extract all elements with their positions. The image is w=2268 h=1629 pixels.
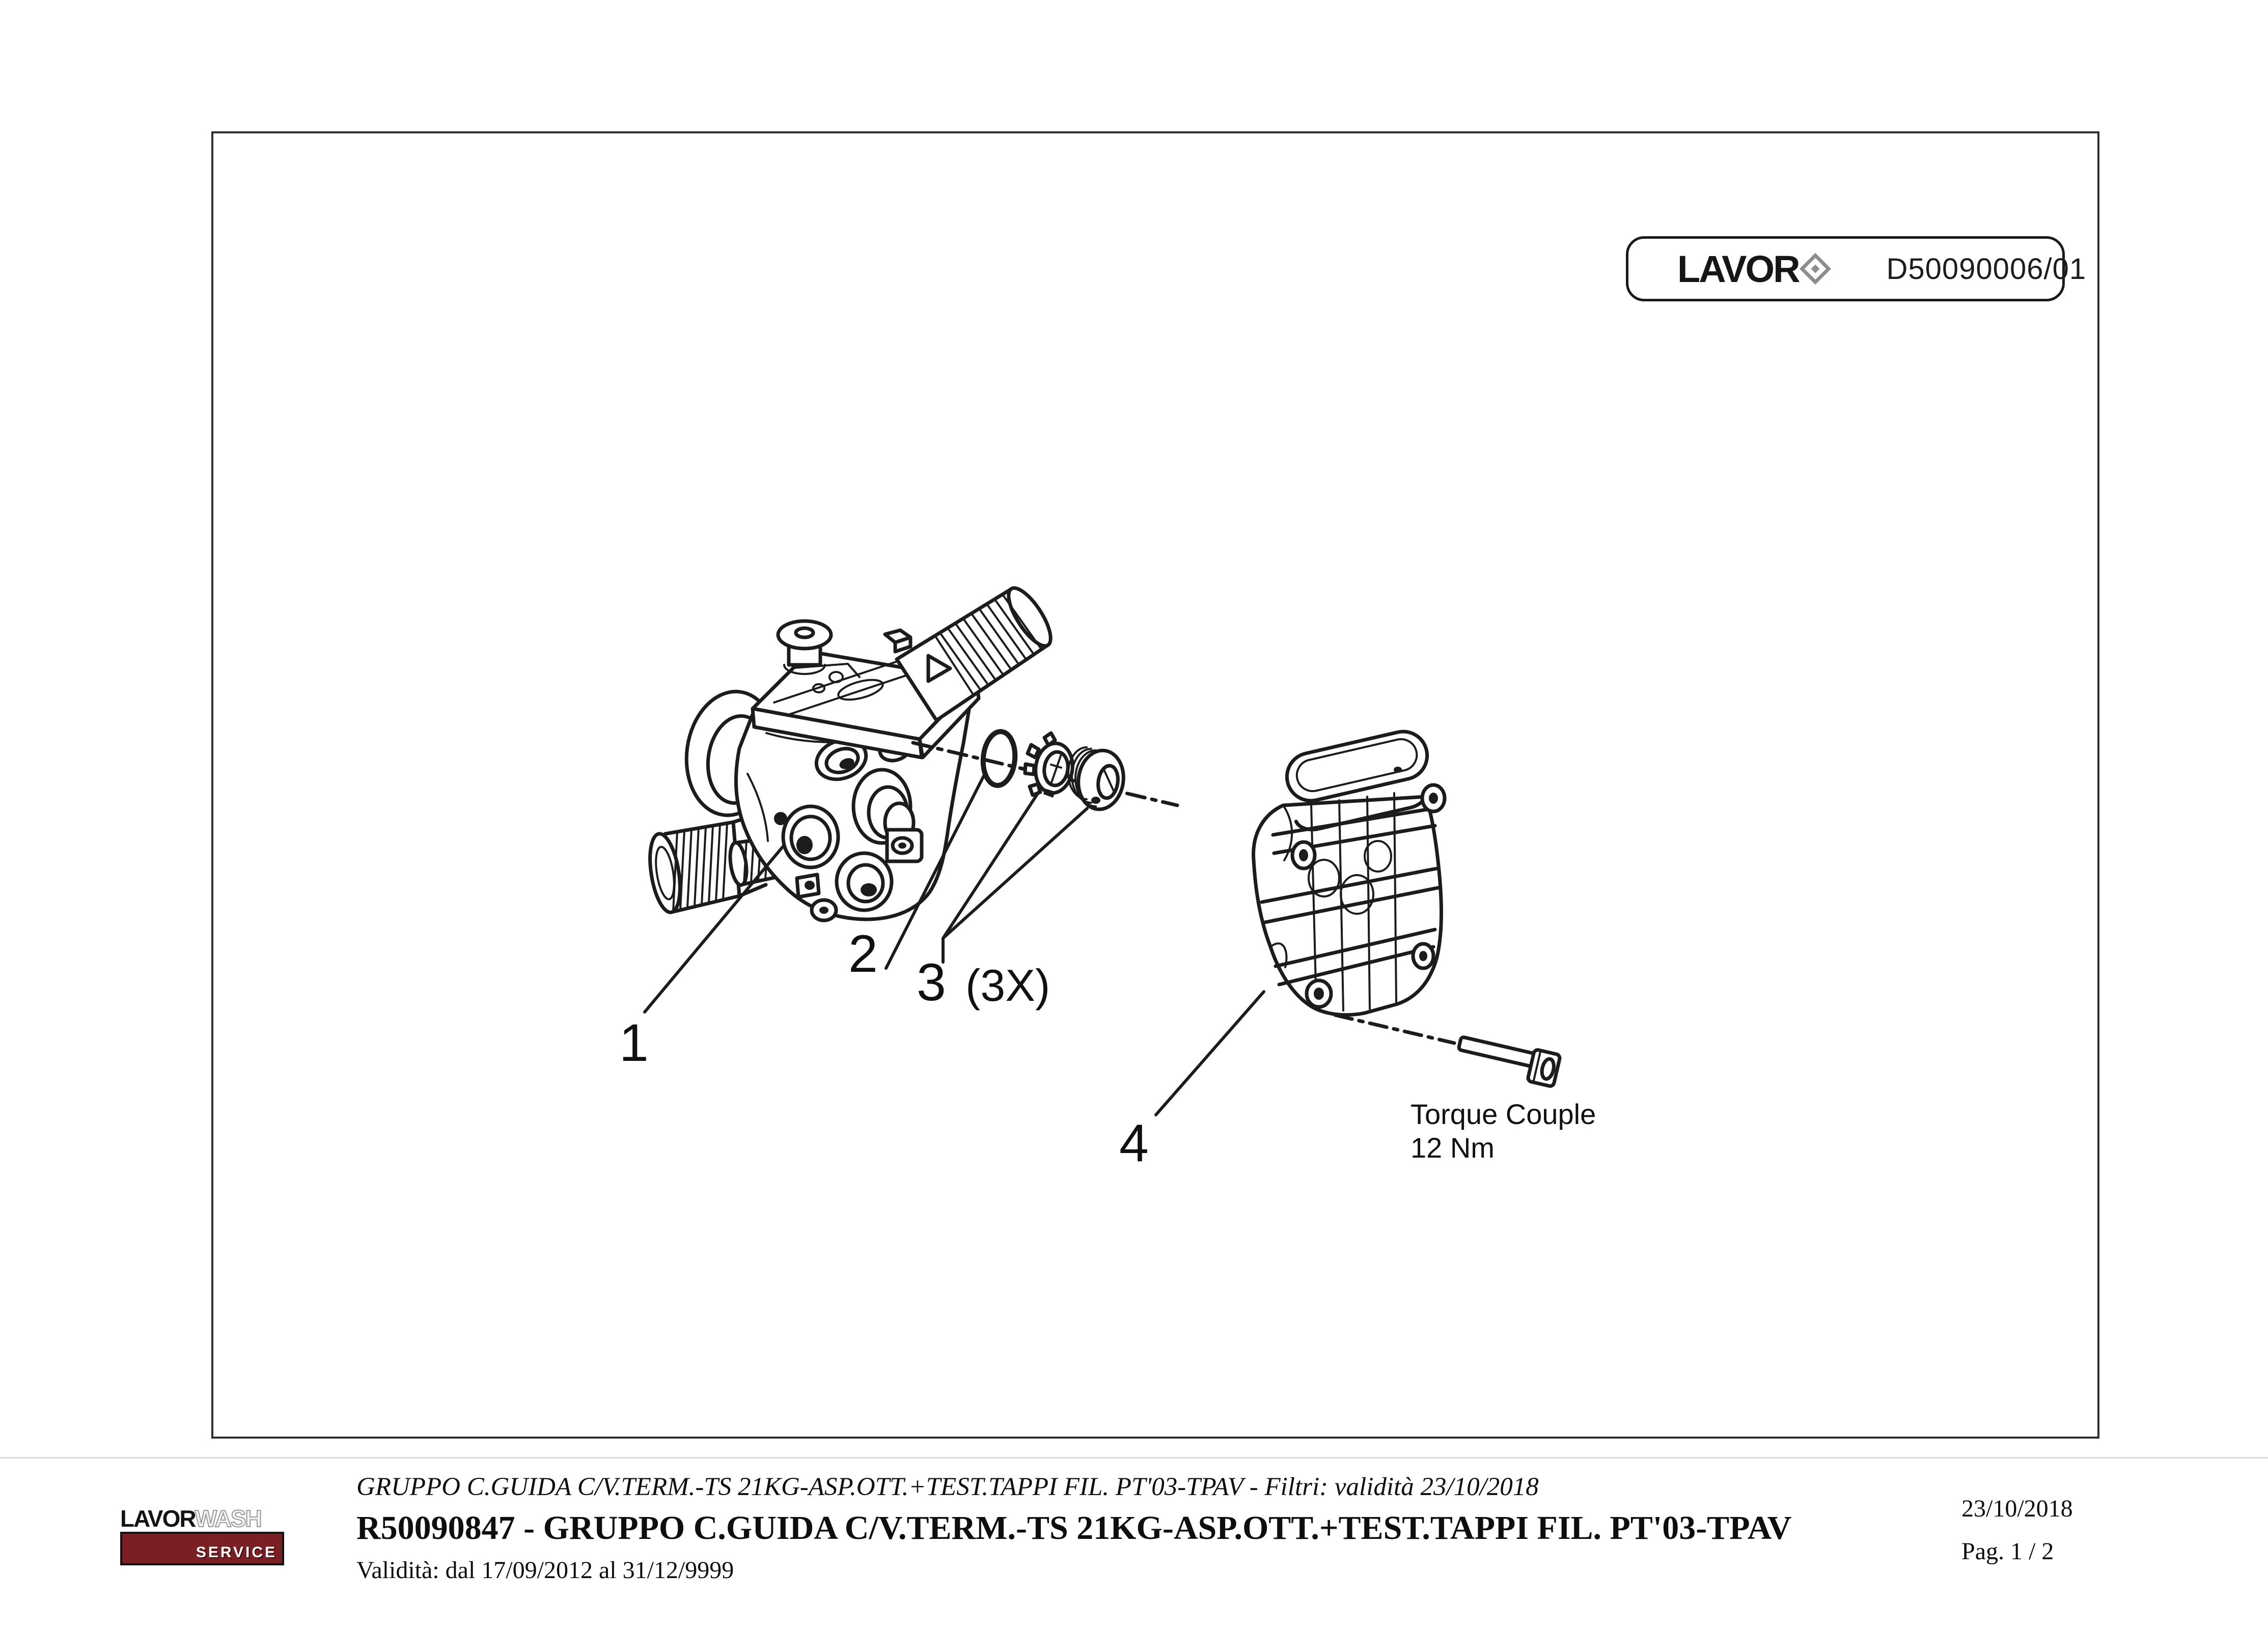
logo-word-wash: WASH [195,1505,263,1532]
footer-page-number: Pag. 1 / 2 [1961,1538,2054,1565]
footer-validity-line: Validità: dal 17/09/2012 al 31/12/9999 [356,1557,734,1584]
lavor-logo: LAVOR [1677,247,1831,291]
footer-subject-line: GRUPPO C.GUIDA C/V.TERM.-TS 21KG-ASP.OTT… [356,1473,1539,1501]
lavorwash-service-logo: LAVORWASH SERVICE [120,1505,284,1565]
bolt-drawing [1333,1013,1562,1088]
lock-washer-drawing [1023,731,1074,798]
lavor-logo-text: LAVOR [1677,247,1801,290]
footer-title-line: R50090847 - GRUPPO C.GUIDA C/V.TERM.-TS … [356,1509,1792,1547]
drawing-number-stamp: LAVOR D50090006/01 [1626,236,2086,301]
footer-date-page: 23/10/2018 Pag. 1 / 2 [1961,1497,2073,1564]
seal-drawing [1067,746,1125,811]
footer-text-block: GRUPPO C.GUIDA C/V.TERM.-TS 21KG-ASP.OTT… [356,1474,1791,1583]
pump-head-drawing [648,586,1053,922]
o-ring-drawing [980,729,1018,788]
torque-note-line1: Torque Couple [1410,1098,1596,1130]
logo-service-band: SERVICE [120,1532,284,1565]
part-label-3-qty: (3X) [965,960,1050,1010]
torque-note-line2: 12 Nm [1410,1131,1495,1164]
lavor-diamond-icon [1799,252,1831,285]
diagram-frame [211,131,2099,1439]
torque-note: Torque Couple 12 Nm [1410,1098,1596,1164]
part-label-1: 1 [619,1014,649,1073]
drawing-number: D50090006/01 [1886,252,2087,286]
part-label-2: 2 [848,924,878,984]
logo-word-service: SERVICE [196,1544,277,1561]
leader-lines [643,774,1265,1116]
footer-date: 23/10/2018 [1961,1495,2073,1522]
logo-word-lavor: LAVOR [120,1505,196,1532]
footer-divider [0,1457,2268,1458]
cover-drawing [1252,729,1447,1017]
part-label-3: 3 [917,953,946,1012]
part-label-4: 4 [1119,1114,1149,1173]
